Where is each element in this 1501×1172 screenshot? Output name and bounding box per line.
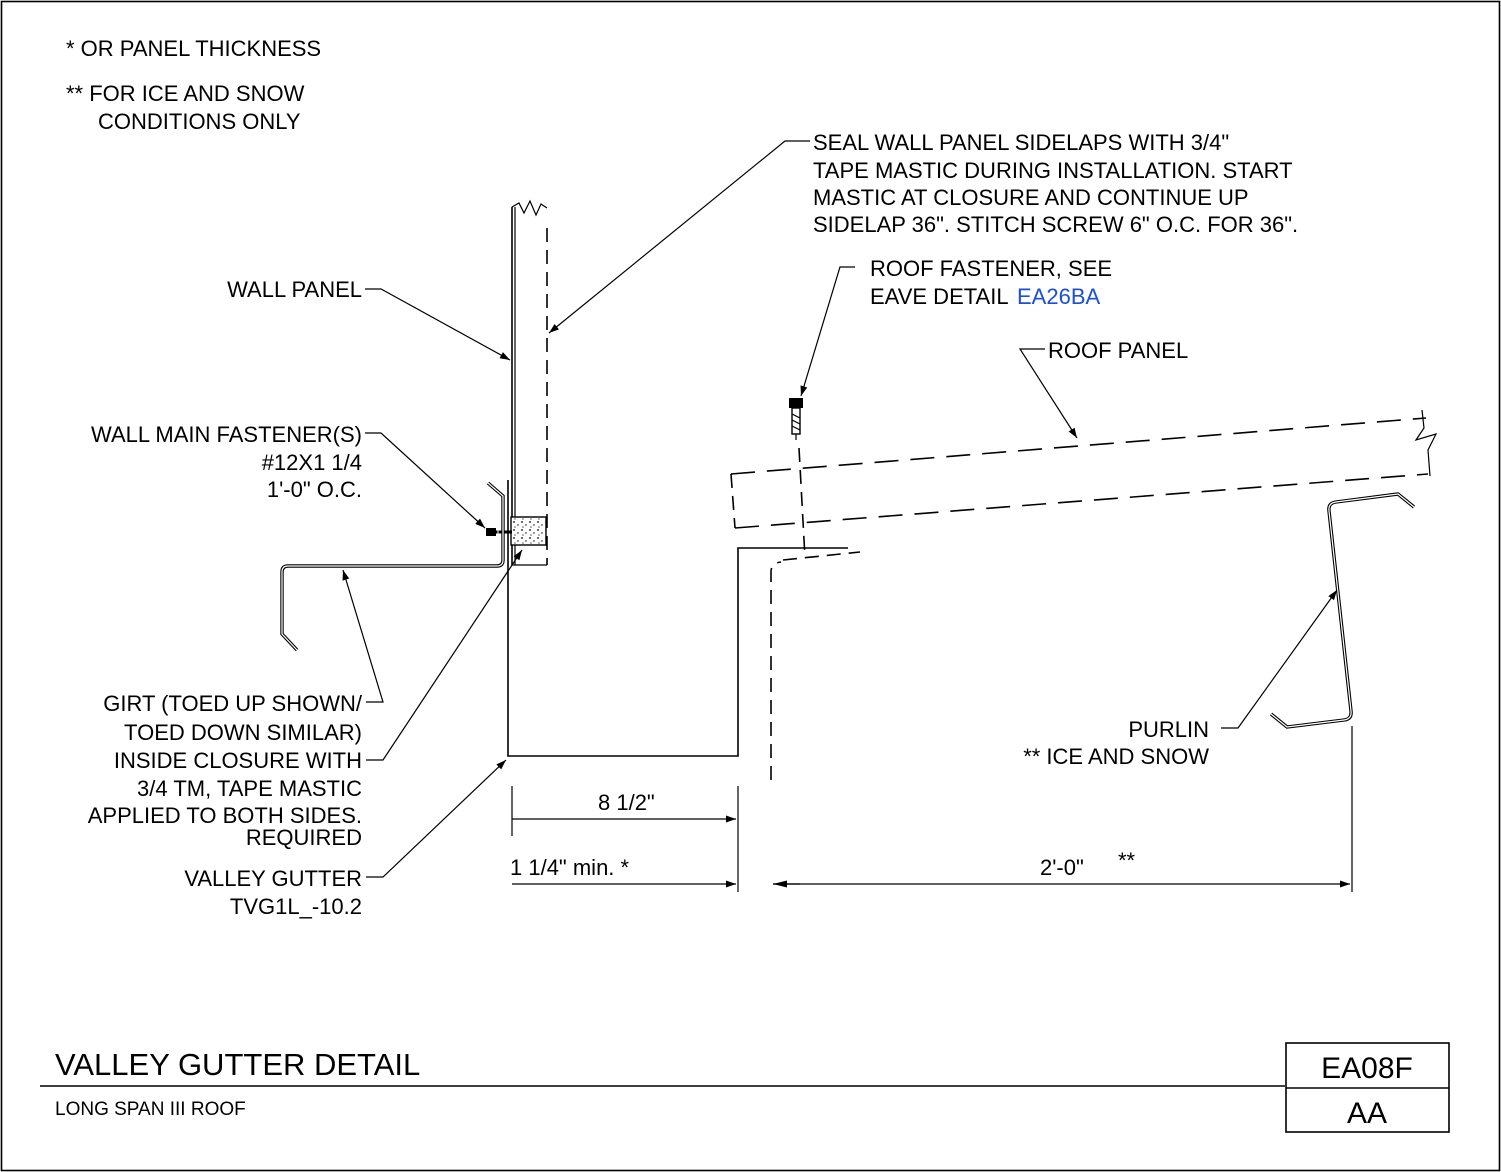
wall-panel-label: WALL PANEL [227,277,362,302]
roof-fastener-label-2: EAVE DETAIL [870,284,1009,309]
purlin [1269,492,1416,729]
roof-fastener-icon [789,398,806,559]
roof-panel [730,409,1438,529]
eave-detail-link[interactable]: EA26BA [1017,284,1100,309]
panel-thickness-line [770,561,782,780]
inside-closure-label-3: APPLIED TO BOTH SIDES. [88,803,362,828]
revision: AA [1347,1097,1387,1130]
wall-panel [511,199,548,566]
purlin-label: PURLIN [1128,717,1209,742]
note-ice-snow: ** FOR ICE AND SNOW [66,81,305,106]
girt-label: GIRT (TOED UP SHOWN/ [103,691,363,716]
girt-label-2: TOED DOWN SIMILAR) [124,720,362,745]
detail-number: EA08F [1321,1052,1413,1085]
dim-purlin-spacing-note: ** [1118,848,1136,873]
dimension-lines [511,726,1353,892]
inside-closure-label-4: REQUIRED [246,825,362,850]
note-panel-thickness: * OR PANEL THICKNESS [66,36,321,61]
dim-gutter-width: 8 1/2" [598,790,655,815]
leader-lines [342,140,1338,878]
inside-closure [510,516,547,546]
inside-closure-label-2: 3/4 TM, TAPE MASTIC [137,776,362,801]
purlin-note: ** ICE AND SNOW [1023,744,1209,769]
inside-closure-label: INSIDE CLOSURE WITH [114,748,362,773]
note-ice-snow-cont: CONDITIONS ONLY [98,109,301,134]
seal-wall-note-3: MASTIC AT CLOSURE AND CONTINUE UP [813,185,1249,210]
roof-fastener-label: ROOF FASTENER, SEE [870,256,1112,281]
roof-panel-label: ROOF PANEL [1048,338,1188,363]
wall-fastener-size: #12X1 1/4 [262,450,362,475]
valley-gutter-part: TVG1L_-10.2 [230,894,362,919]
dim-purlin-spacing: 2'-0" [1040,855,1084,880]
dim-min-gap: 1 1/4" min. * [510,855,630,880]
valley-gutter [507,480,848,757]
seal-wall-note-4: SIDELAP 36". STITCH SCREW 6" O.C. FOR 36… [813,212,1298,237]
valley-gutter-label: VALLEY GUTTER [184,866,362,891]
wall-fastener-label: WALL MAIN FASTENER(S) [91,422,362,447]
seal-wall-note-1: SEAL WALL PANEL SIDELAPS WITH 3/4" [813,130,1229,155]
detail-subtitle: LONG SPAN III ROOF [55,1099,246,1120]
wall-fastener-spacing: 1'-0" O.C. [267,477,362,502]
detail-title: VALLEY GUTTER DETAIL [55,1047,420,1082]
seal-wall-note-2: TAPE MASTIC DURING INSTALLATION. START [813,158,1293,183]
